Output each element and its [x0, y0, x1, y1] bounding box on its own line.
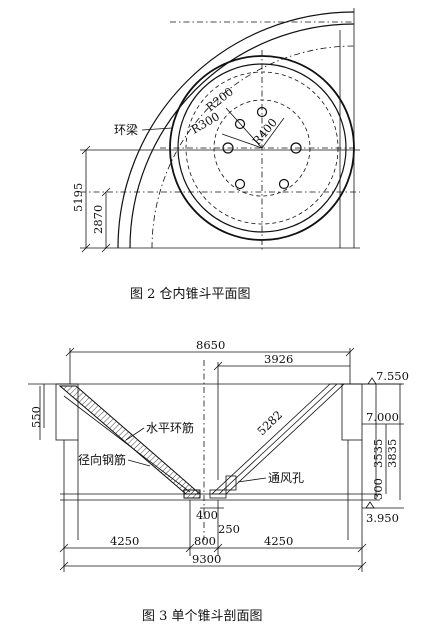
dim-250-label: 250	[218, 522, 240, 536]
hole-top	[256, 106, 268, 118]
dim-9300-label: 9300	[192, 552, 221, 566]
rr-leader	[127, 459, 151, 467]
elev-mark	[365, 501, 375, 509]
figure2-caption: 图 2 仓内锥斗平面图	[130, 286, 251, 302]
hole-upper-left	[234, 118, 246, 130]
r300-leader	[221, 133, 263, 149]
left-cone-wall	[58, 385, 202, 495]
dim-5195-label: 5195	[71, 183, 85, 212]
dim-800-label: 800	[194, 534, 216, 548]
figure3-caption: 图 3 单个锥斗剖面图	[142, 609, 263, 624]
tick	[81, 243, 91, 253]
dim-4250-left-label: 4250	[110, 534, 139, 548]
right-cone-centerline	[218, 383, 338, 495]
elev-7550-label: 7.550	[376, 369, 409, 383]
dashed-arc	[151, 45, 355, 249]
elev-mark	[367, 377, 377, 385]
vent-pipe	[225, 475, 237, 491]
vent-leader	[237, 477, 267, 483]
dim-3835-label: 3835	[385, 439, 399, 468]
elev-7000-label: 7.000	[366, 410, 399, 424]
hole-right	[290, 142, 302, 154]
section-view: 8650 3926 5282	[28, 338, 409, 572]
r400-leader	[261, 117, 285, 149]
hole-left	[222, 142, 234, 154]
dim-550-label: 550	[29, 406, 43, 428]
left-ring-beam	[55, 383, 79, 441]
elev-3950-label: 3.950	[366, 511, 399, 525]
r300-label: R300	[189, 109, 223, 136]
tick	[81, 145, 91, 155]
dim-3926-label: 3926	[264, 352, 293, 366]
hole-lower-right	[278, 178, 290, 190]
hr-leader	[125, 427, 145, 441]
horizontal-ring-rebar-label: 水平环筋	[146, 420, 194, 435]
hole-lower-left	[234, 178, 246, 190]
r200-label: R200	[203, 84, 236, 114]
dim-3535-label: 3535	[371, 439, 385, 468]
tick	[101, 243, 111, 253]
tick	[101, 187, 111, 197]
dim-2870-label: 2870	[91, 205, 105, 234]
radial-rebar-label: 径向钢筋	[78, 452, 126, 467]
r200-leader	[225, 107, 263, 149]
plan-view: R200 R300 R400 环梁 5195 2870	[71, 8, 360, 253]
dim-8650-label: 8650	[196, 338, 225, 352]
r400-label: R400	[250, 115, 280, 147]
outer-arc-1	[117, 11, 355, 249]
radial-rebar-line	[63, 395, 191, 493]
vent-hole-label: 通风孔	[268, 471, 304, 485]
right-ring-beam	[341, 383, 363, 441]
ring-beam-leader	[141, 127, 173, 131]
dim-300-label: 300	[371, 478, 385, 500]
outer-arc-2	[129, 23, 355, 249]
dim-5282-label: 5282	[254, 408, 285, 438]
ring-beam-label: 环梁	[114, 122, 138, 137]
dim-4250-right-label: 4250	[264, 534, 293, 548]
dim-400-label: 400	[196, 508, 218, 522]
